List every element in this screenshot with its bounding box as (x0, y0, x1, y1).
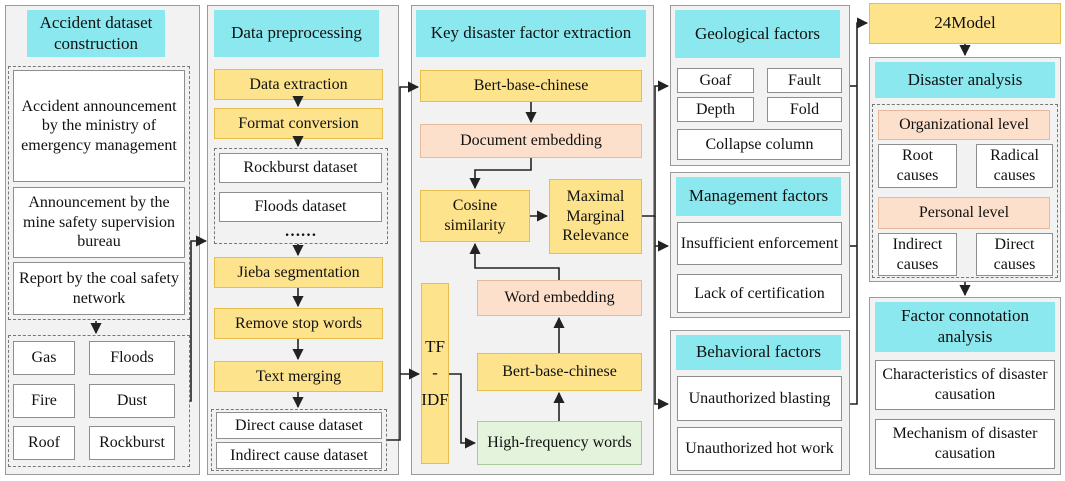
indirect-causes: Indirect causes (878, 233, 957, 276)
geo-goaf: Goaf (677, 68, 754, 93)
source-ministry: Accident announcement by the ministry of… (13, 70, 185, 182)
indirect-cause-dataset: Indirect cause dataset (216, 442, 382, 469)
rockburst-dataset: Rockburst dataset (219, 153, 382, 183)
cosine-similarity: Cosine similarity (420, 190, 530, 242)
step-remove-stop-words: Remove stop words (214, 308, 383, 339)
radical-causes: Radical causes (976, 144, 1053, 188)
geo-collapse-column: Collapse column (677, 129, 842, 160)
outputs-group (211, 409, 387, 471)
floods-dataset: Floods dataset (219, 192, 382, 222)
type-gas: Gas (13, 341, 75, 375)
type-rockburst: Rockburst (89, 426, 175, 460)
mgmt-insufficient-enforcement: Insufficient enforcement (677, 222, 842, 265)
arrow-word-embedding-to-cosine (469, 242, 560, 280)
accident-types-group (8, 335, 190, 467)
management-title: Management factors (676, 177, 841, 216)
accident-dataset-title: Accident dataset construction (27, 10, 165, 57)
root-causes: Root causes (878, 144, 957, 188)
type-roof: Roof (13, 426, 75, 460)
arrow-outputs-to-bert-top (387, 81, 420, 441)
bert-base-chinese-top: Bert-base-chinese (420, 70, 642, 102)
high-frequency-words: High-frequency words (477, 421, 642, 465)
beh-unauthorized-hot-work: Unauthorized hot work (677, 427, 842, 471)
geo-depth: Depth (677, 97, 754, 122)
arrow-col1-to-col2 (190, 235, 208, 402)
mgmt-lack-of-certification: Lack of certification (677, 274, 842, 313)
direct-causes: Direct causes (976, 233, 1053, 276)
sources-group (8, 66, 190, 320)
source-coal-network: Report by the coal safety network (13, 262, 185, 315)
tf-idf-part-tf: TF (425, 336, 445, 356)
datasets-group (214, 148, 388, 244)
tf-idf: TF - IDF (421, 283, 449, 464)
levels-group (872, 104, 1058, 278)
arrow-doc-embedding-to-cosine (469, 158, 532, 190)
tf-idf-part-dash: - (432, 363, 438, 383)
characteristics-of-disaster-causation: Characteristics of disaster causation (875, 360, 1055, 410)
step-data-extraction: Data extraction (214, 69, 383, 100)
preprocessing-title: Data preprocessing (214, 10, 379, 57)
beh-unauthorized-blasting: Unauthorized blasting (677, 376, 842, 421)
type-floods: Floods (89, 341, 175, 375)
model-24: 24Model (869, 3, 1061, 44)
datasets-ellipsis: …… (284, 223, 317, 240)
geo-fold: Fold (767, 97, 842, 122)
mechanism-of-disaster-causation: Mechanism of disaster causation (875, 419, 1055, 469)
arrow-tfidf-to-high-freq (449, 373, 477, 449)
direct-cause-dataset: Direct cause dataset (216, 412, 382, 439)
arrow-mmr-to-behavioral (654, 246, 670, 410)
personal-level: Personal level (878, 197, 1050, 229)
extraction-title: Key disaster factor extraction (416, 10, 646, 57)
arrow-factors-to-24model (850, 17, 869, 405)
factor-connotation-title: Factor connotation analysis (875, 302, 1055, 352)
step-text-merging: Text merging (214, 361, 383, 392)
source-bureau: Announcement by the mine safety supervis… (13, 187, 185, 258)
maximal-marginal-relevance: Maximal Marginal Relevance (549, 179, 642, 254)
arrow-mmr-to-management (654, 216, 670, 252)
disaster-analysis-title: Disaster analysis (875, 62, 1055, 98)
geological-title: Geological factors (675, 10, 840, 58)
bert-base-chinese-bottom: Bert-base-chinese (477, 353, 642, 391)
document-embedding: Document embedding (420, 124, 642, 158)
arrow-mmr-to-geological (642, 80, 670, 217)
step-format-conversion: Format conversion (214, 108, 383, 139)
step-jieba-segmentation: Jieba segmentation (214, 257, 383, 288)
organizational-level: Organizational level (878, 110, 1050, 140)
geo-fault: Fault (767, 68, 842, 93)
behavioral-title: Behavioral factors (676, 335, 841, 370)
type-dust: Dust (89, 384, 175, 418)
tf-idf-part-idf: IDF (421, 389, 449, 409)
type-fire: Fire (13, 384, 75, 418)
word-embedding: Word embedding (477, 280, 642, 316)
